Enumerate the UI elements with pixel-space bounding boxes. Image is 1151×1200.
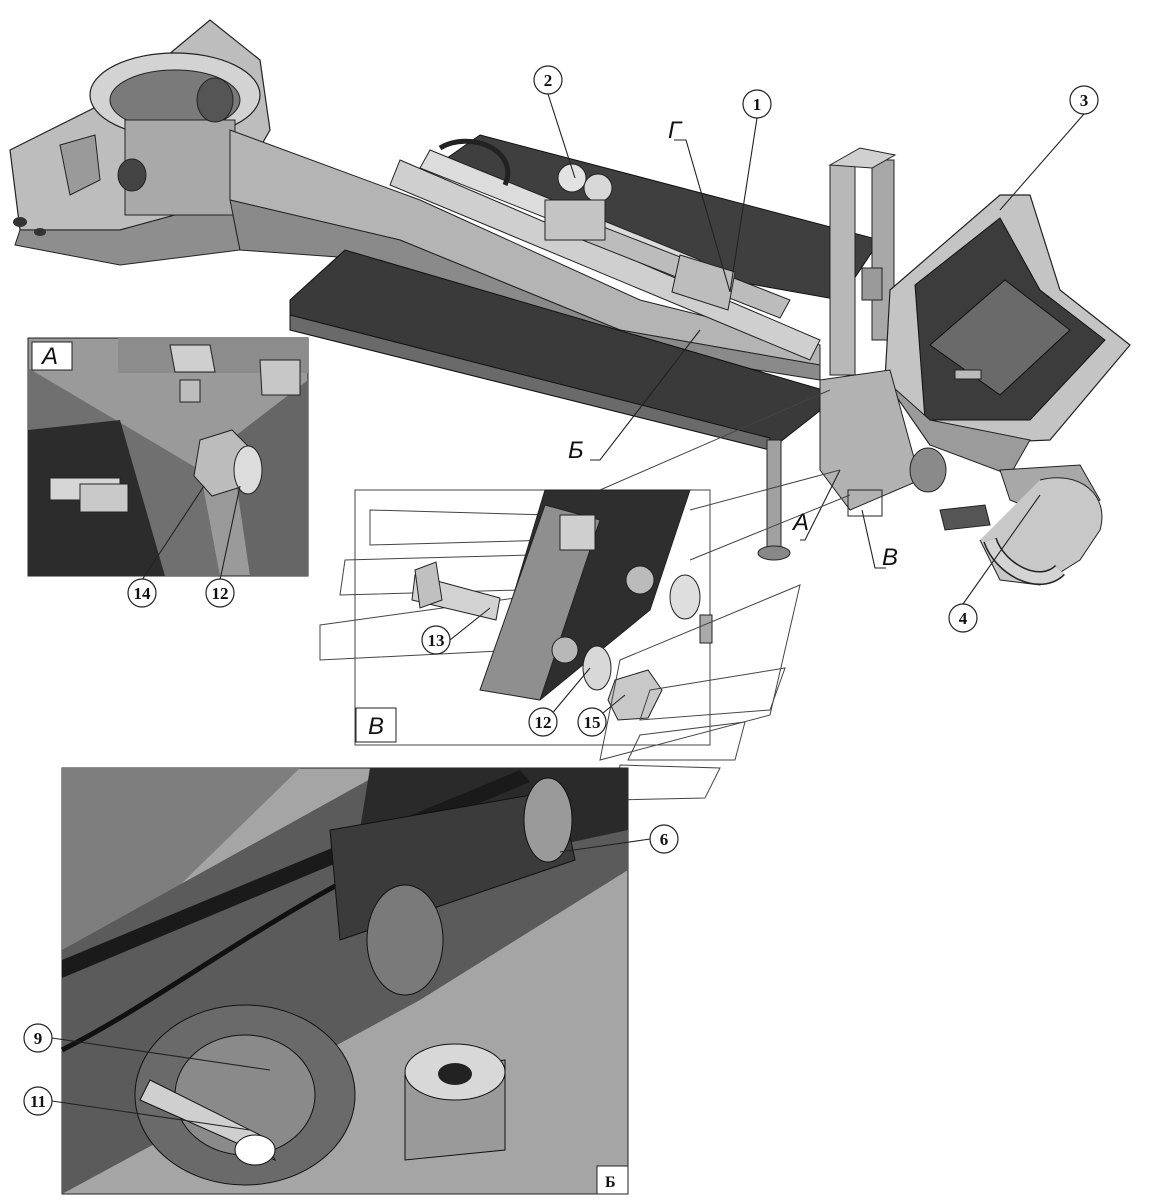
view-label-a: А bbox=[791, 509, 809, 536]
svg-text:1: 1 bbox=[753, 95, 762, 114]
callout-15: 15 bbox=[577, 707, 607, 737]
hydraulic-hose bbox=[438, 138, 510, 186]
svg-text:12: 12 bbox=[212, 584, 229, 603]
callout-13: 13 bbox=[421, 625, 451, 655]
inset-v: В bbox=[319, 389, 851, 801]
callout-1: 1 bbox=[742, 89, 772, 119]
svg-text:4: 4 bbox=[959, 609, 968, 628]
callout-2: 2 bbox=[533, 65, 563, 95]
mount-hole-left bbox=[13, 217, 27, 227]
inset-v-label: В bbox=[368, 713, 384, 740]
vertical-post bbox=[828, 147, 897, 376]
callout-6: 6 bbox=[649, 824, 679, 854]
callout-4: 4 bbox=[948, 603, 978, 633]
inset-b: Б bbox=[51, 767, 651, 1195]
callout-9: 9 bbox=[23, 1023, 53, 1053]
valve-box bbox=[671, 254, 736, 311]
mount-hole-right bbox=[34, 228, 46, 236]
callout-12-inset-v: 12 bbox=[528, 707, 558, 737]
side-hole bbox=[117, 158, 147, 192]
detail-v-frame-mark bbox=[847, 489, 883, 517]
hopper bbox=[884, 194, 1131, 476]
svg-text:3: 3 bbox=[1080, 91, 1089, 110]
view-label-v: В bbox=[882, 544, 898, 571]
svg-text:14: 14 bbox=[134, 584, 152, 603]
callout-3: 3 bbox=[1069, 85, 1099, 115]
svg-text:11: 11 bbox=[30, 1092, 46, 1111]
svg-text:13: 13 bbox=[428, 631, 445, 650]
pump-unit bbox=[819, 369, 1103, 586]
callout-11: 11 bbox=[23, 1086, 53, 1116]
svg-text:9: 9 bbox=[34, 1029, 43, 1048]
callout-14: 14 bbox=[127, 578, 157, 608]
inset-a: А bbox=[27, 337, 309, 581]
inset-b-label: Б bbox=[605, 1174, 616, 1191]
support-leg bbox=[757, 439, 791, 561]
chassis-frame bbox=[9, 19, 821, 381]
svg-text:12: 12 bbox=[535, 713, 552, 732]
air-tanks bbox=[544, 163, 613, 241]
turret-hole bbox=[196, 77, 234, 123]
svg-text:15: 15 bbox=[584, 713, 601, 732]
main-leader-lines bbox=[547, 93, 1085, 605]
svg-text:2: 2 bbox=[544, 71, 553, 90]
inset-a-label: А bbox=[40, 343, 58, 370]
view-label-g: Г bbox=[668, 117, 683, 144]
callout-12-inset-a: 12 bbox=[205, 578, 235, 608]
view-label-b: Б bbox=[568, 437, 584, 464]
svg-text:6: 6 bbox=[660, 830, 669, 849]
frame-detail bbox=[59, 134, 101, 196]
